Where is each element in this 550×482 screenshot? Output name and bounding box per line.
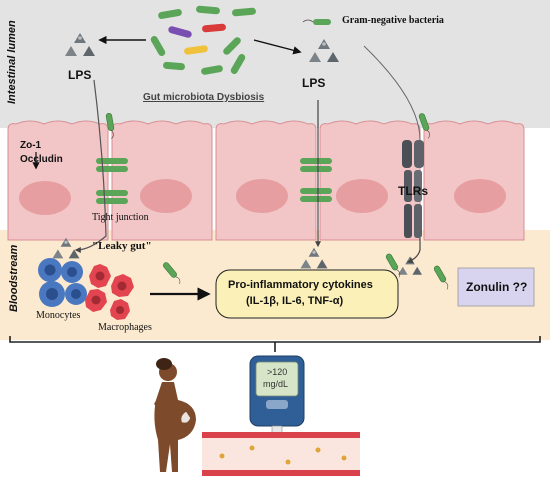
arrow-lps-paracellular: [74, 79, 107, 253]
tlrs-label: TLRs: [398, 184, 428, 198]
tight-junction-label: Tight junction: [92, 212, 149, 223]
glucometer: [249, 355, 305, 444]
arrow-tlr-down: [406, 238, 421, 264]
intestinal-lumen-label: Intestinal lumen: [6, 20, 18, 104]
epithelial-cell: [111, 120, 213, 241]
macrophages-cluster: [85, 264, 134, 320]
tlr-receptor: [402, 140, 424, 238]
gram-negative-label: Gram-negative bacteria: [342, 15, 444, 26]
bloodstream-label: Bloodstream: [8, 244, 20, 312]
monocytes-cluster: [38, 258, 87, 307]
epithelial-cell: [423, 120, 525, 241]
epithelial-cell: [7, 120, 109, 241]
occludin-label: Occludin: [20, 154, 63, 165]
leaky-gut-label: "Leaky gut": [92, 240, 152, 252]
epithelial-cell: [215, 120, 317, 241]
epithelial-cell: [319, 120, 421, 241]
tight-junction-center: [300, 158, 332, 202]
glucose-reading-unit: mg/dL: [263, 379, 289, 389]
gram-negative-bacteria-icon: [302, 19, 331, 25]
lps-label-left: LPS: [68, 68, 92, 82]
gut-microbiota-bacteria: [150, 5, 256, 75]
cytokines-title: Pro-inflammatory cytokines: [228, 279, 373, 291]
lps-label-center: LPS: [302, 76, 326, 90]
flow-arrows: [32, 35, 528, 302]
zonulin-label: Zonulin ??: [466, 280, 528, 294]
arrow-bacteria-to-tlr: [363, 45, 421, 141]
zo1-label: Zo-1: [20, 140, 42, 151]
zonulin-box: [457, 267, 535, 307]
blood-vessel: [202, 432, 360, 476]
arrow-to-lps-center: [253, 39, 302, 55]
cytokines-list: (IL-1β, IL-6, TNF-α): [246, 295, 344, 307]
systemic-effect-bracket: [9, 336, 541, 352]
cytokines-box: [215, 269, 399, 319]
macrophages-label: Macrophages: [98, 322, 152, 333]
dysbiosis-label: Gut microbiota Dysbiosis: [143, 92, 265, 103]
monocytes-label: Monocytes: [36, 310, 81, 321]
epithelial-cell-layer: [7, 120, 525, 241]
glucose-reading-value: >120: [267, 367, 288, 377]
pregnant-woman-figure: [154, 358, 196, 472]
intestinal-lumen-region: [0, 0, 550, 128]
